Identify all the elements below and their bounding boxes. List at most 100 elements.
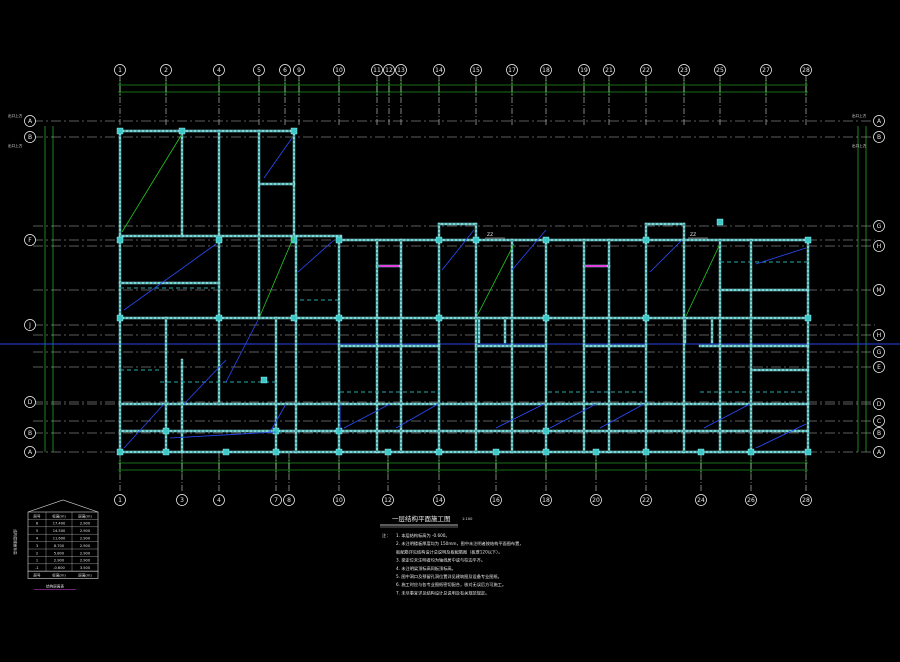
column-23 (222, 448, 230, 456)
column-24 (272, 448, 280, 456)
brace-green-1 (259, 235, 295, 317)
axis-bubble-right-1-circle (873, 131, 885, 143)
axis-bubble-bottom-5: 10 (333, 494, 345, 506)
axis-bubble-top-7: 11 (371, 64, 383, 76)
axis-bubble-top-18-circle (714, 64, 726, 76)
column-35 (260, 376, 268, 384)
column-15 (290, 314, 298, 322)
slab-mark-7 (183, 359, 227, 405)
notes-block: 一层结构平面施工图 1:100 注： 1. 本层结构标高为 -0.600。2. … (380, 514, 524, 596)
table-row-5-2: 2.900 (80, 559, 91, 563)
axis-bubble-bottom-10: 20 (590, 494, 602, 506)
axis-bubble-right-3: H (873, 240, 885, 252)
axis-bubble-top-16-circle (640, 64, 652, 76)
note-line-4: 4. 未注明梁顶标高同板顶标高。 (396, 565, 456, 572)
axis-bubble-bottom-2: 4 (213, 494, 225, 506)
axis-bubble-left-1: B (24, 131, 36, 143)
axis-bubble-right-4-label: M (876, 287, 881, 294)
note-line-3: 3. 梁定位未注明者均为轴线居中或与柱边平齐。 (396, 557, 485, 564)
note-line-7: 7. 未尽事宜详见结构设计总说明及有关规范规定。 (396, 589, 489, 596)
column-3 (116, 236, 124, 244)
structural-plan (116, 127, 812, 456)
axis-bubble-top-8-circle (383, 64, 395, 76)
axis-bubble-bottom-1-circle (176, 494, 188, 506)
table-row-4-1: 5.800 (54, 551, 65, 555)
column-7 (435, 236, 443, 244)
axis-bubble-left-2-circle (24, 234, 36, 246)
axis-bubble-left-2: F (24, 234, 36, 246)
axis-bubble-right-7: E (873, 361, 885, 373)
axis-bubble-top-6-label: 10 (335, 67, 343, 74)
slab-mark-6 (225, 319, 259, 383)
axis-bubble-top-11: 15 (470, 64, 482, 76)
axis-bubble-top-15-label: 21 (605, 67, 613, 74)
table-row-3-1: 8.700 (54, 544, 65, 548)
column-2 (290, 127, 298, 135)
axis-bubble-top-11-circle (470, 64, 482, 76)
column-10 (642, 236, 650, 244)
table-row-3-0: 3 (36, 544, 38, 548)
axis-bubble-bottom-9-label: 18 (542, 497, 550, 504)
axis-bubble-top-3: 5 (253, 64, 265, 76)
column-13 (116, 314, 124, 322)
axis-bubble-right-0-label: A (877, 118, 882, 125)
slab-mark-5 (123, 243, 217, 311)
axis-bubble-left-6-circle (24, 446, 36, 458)
table-row-6-1: -0.600 (53, 566, 65, 570)
slab-mark-2 (441, 229, 475, 271)
axis-bubble-right-11-label: A (877, 449, 882, 456)
brace-green-2 (476, 243, 515, 317)
axis-bubble-bottom-6-circle (382, 494, 394, 506)
axis-bubble-top-15-circle (603, 64, 615, 76)
note-line-0: 1. 本层结构标高为 -0.600。 (396, 532, 450, 539)
axis-bubble-top-3-label: 5 (257, 67, 261, 74)
axis-bubble-top-19-label: 27 (762, 67, 770, 74)
slab-mark-17 (755, 247, 807, 265)
table-row-1-0: 5 (36, 529, 38, 533)
table-row-5-0: 1 (36, 559, 38, 563)
axis-bubble-top-19: 27 (760, 64, 772, 76)
axis-bubble-right-1-label: B (877, 134, 881, 141)
axis-bubble-bottom-10-circle (590, 494, 602, 506)
axis-bubble-right-11-circle (873, 446, 885, 458)
axis-bubble-bottom-9-circle (540, 494, 552, 506)
axis-bubble-top-1-label: 2 (164, 67, 168, 74)
axis-bubble-top-17: 23 (678, 64, 690, 76)
column-38 (335, 427, 343, 435)
axis-bubble-top-13-circle (540, 64, 552, 76)
axis-bubble-bottom-5-label: 10 (335, 497, 343, 504)
axis-bubble-bottom-3: 7 (270, 494, 282, 506)
axis-bubble-left-3-label: J (28, 322, 31, 329)
column-30 (592, 448, 600, 456)
axis-bubble-top-12: 17 (506, 64, 518, 76)
table-row-1-1: 14.500 (53, 529, 66, 533)
axis-bubble-bottom-0-label: 1 (118, 497, 122, 504)
axis-bubble-bottom-4-label: 8 (287, 497, 291, 504)
axis-bubble-top-5: 9 (293, 64, 305, 76)
axis-bubble-top-16-label: 22 (642, 67, 650, 74)
axis-bubble-right-8-circle (873, 398, 885, 410)
table-row-1-2: 2.900 (80, 529, 91, 533)
axis-bubble-right-6-label: G (877, 349, 882, 356)
note-line-1: 2. 未注明楼板厚度均为 150mm，图中未注明者按结构平面图布置， (396, 540, 524, 547)
table-row-6-2: 3.500 (80, 566, 91, 570)
table-row-0-2: 2.900 (80, 522, 91, 526)
axis-bubble-bottom-14: 28 (800, 494, 812, 506)
table-footer-col-0: 标高(m) (52, 573, 66, 578)
axis-bubble-top-20: 28 (800, 64, 812, 76)
axis-bubble-top-10-label: 14 (435, 67, 443, 74)
axis-bubble-top-2-circle (213, 64, 225, 76)
axis-bubble-bottom-3-circle (270, 494, 282, 506)
axis-bubble-top-4: 6 (279, 64, 291, 76)
table-row-2-0: 4 (36, 537, 39, 541)
axis-bubble-top-7-label: 11 (373, 67, 381, 74)
axis-bubble-right-0: A (873, 115, 885, 127)
axis-bubble-top-13: 18 (540, 64, 552, 76)
axis-bubble-bottom-4: 8 (283, 494, 295, 506)
table-footer-frame (27, 570, 99, 579)
axis-bubble-bottom-11: 22 (640, 494, 652, 506)
column-8 (472, 236, 480, 244)
axis-bubble-left-6-label: A (28, 449, 33, 456)
